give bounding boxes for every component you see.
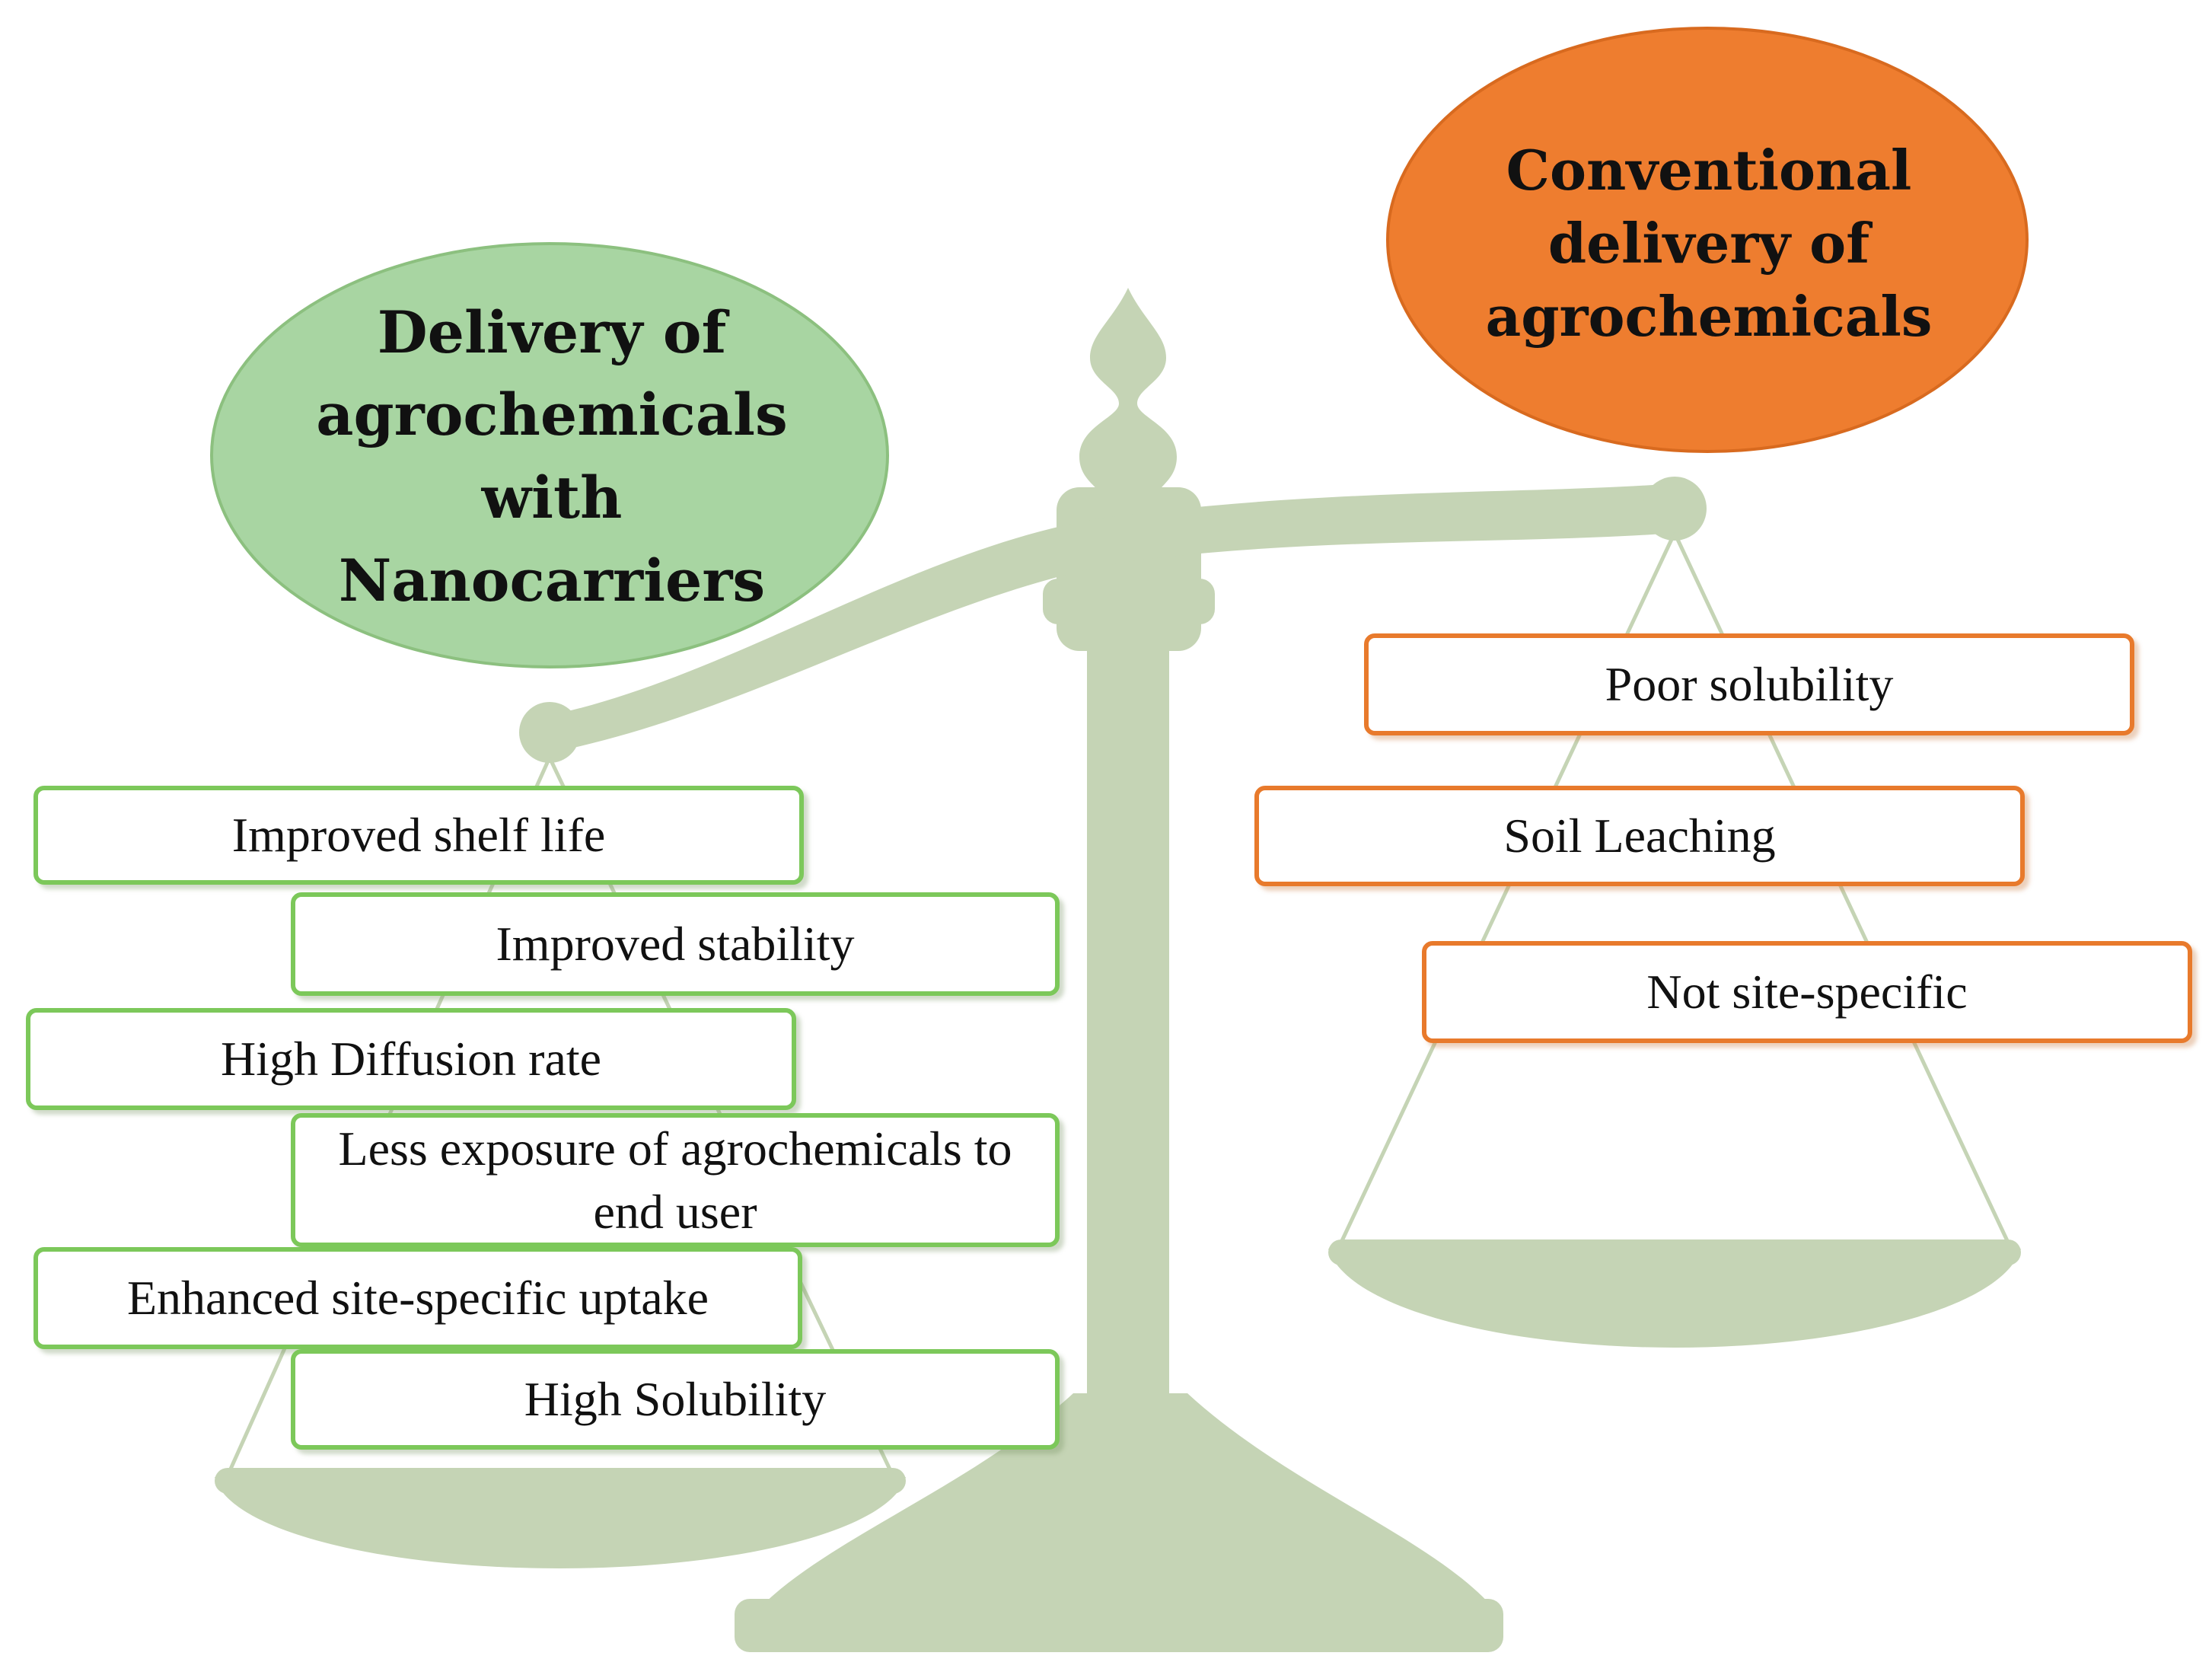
right-pan-rim bbox=[1328, 1239, 2021, 1265]
left-box-high-solubility: High Solubility bbox=[291, 1349, 1060, 1450]
left-box-label: Improved stability bbox=[496, 917, 855, 971]
scale-base-mound bbox=[761, 1393, 1492, 1606]
right-box-label: Poor solubility bbox=[1605, 657, 1894, 712]
right-box-poor-solubility: Poor solubility bbox=[1364, 633, 2134, 735]
right-pivot bbox=[1643, 477, 1707, 541]
left-pivot bbox=[519, 702, 580, 763]
left-box-label: High Solubility bbox=[524, 1372, 827, 1427]
right-oval-shape bbox=[1386, 27, 2029, 453]
scale-beam bbox=[548, 483, 1675, 750]
right-pan bbox=[1328, 1249, 2021, 1348]
left-pan-rim bbox=[215, 1468, 906, 1494]
left-oval-label: Delivery of agrochemicals with Nanocarri… bbox=[316, 298, 788, 614]
left-box-label: Less exposure of agrochemicals to end us… bbox=[338, 1121, 1012, 1239]
scale-finial bbox=[1079, 288, 1177, 495]
right-box-soil-leaching: Soil Leaching bbox=[1254, 786, 2025, 886]
left-box-improved-shelf-life: Improved shelf life bbox=[33, 786, 804, 885]
left-oval-shape bbox=[210, 242, 889, 668]
left-pan bbox=[215, 1477, 906, 1568]
right-oval-label: Conventional delivery of agrochemicals bbox=[1485, 138, 1933, 349]
left-box-label: Enhanced site-specific uptake bbox=[126, 1271, 709, 1326]
scale-column bbox=[1087, 632, 1169, 1416]
left-box-less-exposure: Less exposure of agrochemicals to end us… bbox=[291, 1113, 1060, 1247]
right-box-not-site-specific: Not site-specific bbox=[1422, 941, 2192, 1043]
scale-head-band bbox=[1043, 579, 1215, 624]
left-box-label: High Diffusion rate bbox=[220, 1032, 602, 1086]
left-box-label: Improved shelf life bbox=[231, 808, 606, 863]
scale-base-foot bbox=[735, 1599, 1503, 1652]
left-box-high-diffusion-rate: High Diffusion rate bbox=[26, 1008, 796, 1110]
right-box-label: Soil Leaching bbox=[1503, 809, 1776, 863]
right-box-label: Not site-specific bbox=[1646, 965, 1968, 1019]
left-box-enhanced-uptake: Enhanced site-specific uptake bbox=[33, 1247, 802, 1349]
left-box-improved-stability: Improved stability bbox=[291, 892, 1060, 996]
